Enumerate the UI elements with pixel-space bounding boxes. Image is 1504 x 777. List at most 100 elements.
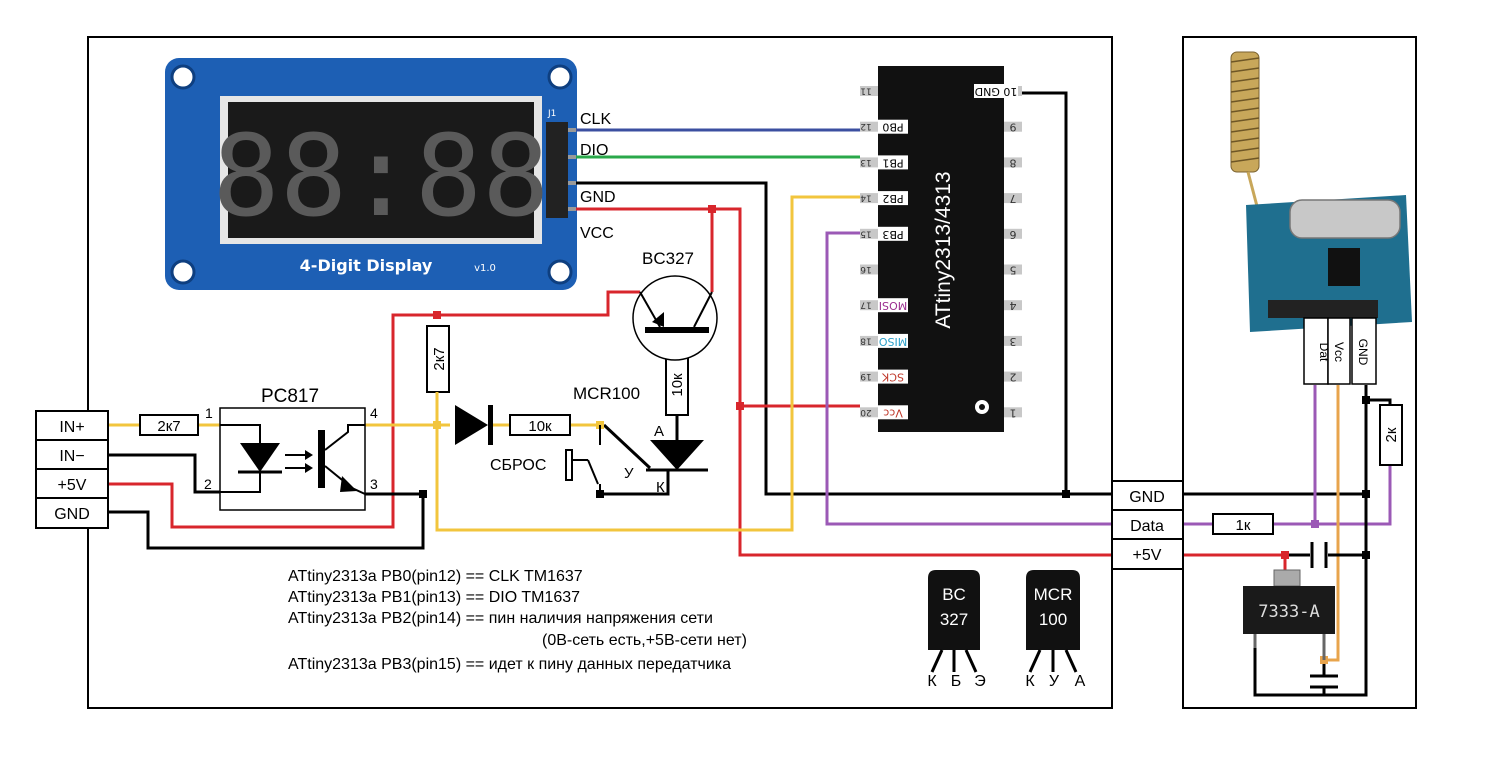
opto-pin1: 1 [205, 405, 213, 421]
mcu-pin-number: 15 [860, 228, 871, 238]
mcu-pin-number: 6 [1010, 228, 1017, 241]
regulator: 7333-A [1243, 569, 1335, 660]
wires [108, 91, 1392, 697]
tx-pin-gnd: GND [1356, 339, 1370, 366]
optocoupler: PC817 1 2 3 4 [204, 386, 378, 511]
mcu-pin-label: PB3 [882, 228, 903, 241]
mcu-right-pin: 2 [1004, 371, 1022, 384]
wire-thy-cathode [600, 470, 670, 496]
resistor-r-diode-label: 10к [528, 418, 552, 435]
mcu-pin-number: 19 [860, 371, 872, 381]
mcu-left-pin: PB1 13 [860, 155, 908, 170]
bus-5v: +5V [1133, 547, 1162, 564]
wire-tx-vcc-pin [1324, 385, 1340, 662]
display-pin-dio: DIO [580, 142, 608, 159]
mcu-pin-number: 5 [1010, 264, 1017, 277]
wire-pb2 [435, 195, 860, 532]
resistor-r-tx-label: 1к [1236, 517, 1251, 534]
note-pb3: ATtiny2313a PB3(pin15) == идет к пину да… [288, 656, 731, 673]
mcu-pin-number: 4 [1010, 299, 1017, 312]
opto-pin4: 4 [370, 405, 378, 421]
mcu-pin-number: 8 [1010, 156, 1017, 169]
resistor-r-in: 2к7 [139, 414, 199, 436]
wire-tx-5v [1183, 553, 1287, 570]
mcu-pin-number: 16 [860, 264, 872, 274]
mcu-pin-label: Vcc [883, 406, 903, 419]
mcu-pin-label: PB2 [882, 192, 903, 205]
resistor-r-gnd-label: 2к [1383, 427, 1400, 442]
mcu-pin-number: 13 [860, 157, 871, 167]
mcu-right-pin: 1 [1004, 406, 1022, 419]
terminal-plus5: +5V [58, 477, 87, 494]
mcu-right-pin: 3 [1004, 335, 1022, 348]
mcu-right-pin: 7 [1004, 192, 1022, 205]
display-pin-gnd: GND [580, 189, 616, 206]
resistor-r-in-label: 2к7 [157, 418, 180, 435]
transistor-name: BC327 [642, 249, 694, 268]
wire-thy-gate [602, 423, 652, 470]
thyristor: MCR100 А У К [573, 384, 708, 496]
regulator-label: 7333-A [1258, 602, 1319, 622]
mcu-right-pin: 10 GND [974, 84, 1022, 98]
optocoupler-name: PC817 [261, 386, 319, 407]
mcu-pin-label: PB1 [882, 156, 903, 169]
notes: ATtiny2313a PB0(pin12) == CLK TM1637 ATt… [288, 568, 747, 673]
mcu-pin-number: 17 [860, 300, 871, 310]
display-digits: 88:88 [212, 112, 549, 242]
note-pb2: ATtiny2313a PB2(pin14) == пин наличия на… [288, 610, 713, 627]
terminal-in-minus: IN− [59, 448, 84, 465]
mcu-left-pin: SCK 19 [860, 369, 908, 384]
bus-connector: GND Data +5V [1111, 480, 1184, 570]
wire-tx-gnd-res [1366, 398, 1392, 405]
mcu-pin-label: SCK [881, 371, 904, 384]
mcu-pin-number: 11 [860, 86, 871, 96]
resistor-r-base: 10к [665, 354, 689, 416]
package-bc327-leg-b: Б [951, 673, 962, 690]
mcu-right-pin: 5 [1004, 264, 1022, 277]
transmitter-module: Dat Vcc GND [1230, 51, 1412, 385]
note-pb1: ATtiny2313a PB1(pin13) == DIO TM1637 [288, 589, 580, 606]
display-pin-clk: CLK [580, 111, 611, 128]
display-version: v1.0 [474, 263, 496, 274]
wire-tx-gnd-bottom [1253, 494, 1368, 697]
tx-pin-dat: Dat [1317, 343, 1331, 362]
resistor-r-tx: 1к [1212, 513, 1274, 535]
mcu-name: ATtiny2313/4313 [932, 171, 955, 328]
package-bc327-line2: 327 [940, 610, 968, 629]
note-pb0: ATtiny2313a PB0(pin12) == CLK TM1637 [288, 568, 583, 585]
opto-pin3: 3 [370, 476, 378, 492]
mcu-right-pin: 8 [1004, 156, 1022, 169]
wire-gnd-mcu [1020, 91, 1068, 494]
mcu-left-pin: PB3 15 [860, 226, 908, 241]
input-terminal-block: IN+ IN− +5V GND [35, 410, 109, 529]
display-header-label: J1 [547, 109, 556, 119]
package-bc327-leg-e: Э [974, 673, 986, 690]
package-bc327-line1: BC [942, 585, 966, 604]
mcu-pin-number: 12 [860, 121, 871, 131]
resistor-r-pullup: 2к7 [426, 325, 450, 393]
resistor-r-base-label: 10к [669, 373, 686, 397]
transistor: BC327 [632, 249, 718, 361]
diode [455, 405, 493, 445]
mcu-pin-number: 1 [1010, 406, 1017, 419]
tx-frame [1182, 36, 1417, 709]
mcu-pin-number: 18 [860, 335, 872, 345]
note-pb2-detail: (0В-сеть есть,+5В-сети нет) [542, 632, 747, 649]
wire-in-minus [108, 453, 220, 494]
mcu-right-pin: 4 [1004, 299, 1022, 312]
wire-pb3 [825, 231, 1112, 526]
display-caption: 4-Digit Display [300, 256, 433, 275]
mcu-pin-number: 10 GND [975, 85, 1018, 98]
terminal-in-plus: IN+ [59, 419, 84, 436]
reset-button: СБРОС [490, 425, 601, 494]
reset-label: СБРОС [490, 457, 546, 474]
package-mcr100-leg-k: К [1025, 673, 1035, 690]
